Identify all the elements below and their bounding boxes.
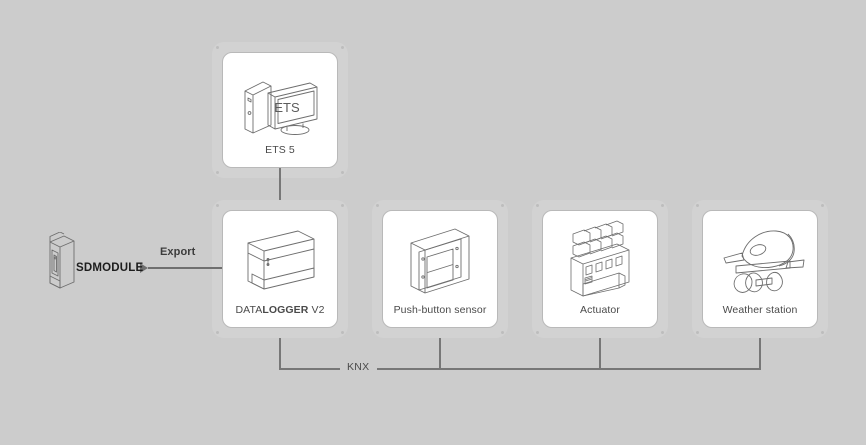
bus-label-knx: KNX xyxy=(340,361,377,373)
bus-drop-actuator xyxy=(599,338,601,369)
connector-ets-to-datalogger xyxy=(279,168,281,210)
node-card-datalogger[interactable]: DATALOGGER V2 xyxy=(222,210,338,328)
actuator-illustration xyxy=(543,211,657,304)
node-card-push-button-sensor[interactable]: Push-button sensor xyxy=(382,210,498,328)
frame-corner-dots xyxy=(692,330,828,338)
bus-drop-datalogger xyxy=(279,338,281,369)
frame-corner-dots xyxy=(212,170,348,178)
node-label-actuator: Actuator xyxy=(580,304,620,316)
frame-corner-dots xyxy=(372,330,508,338)
datalogger-illustration xyxy=(223,211,337,304)
weather-station-illustration xyxy=(703,211,817,304)
node-card-actuator[interactable]: Actuator xyxy=(542,210,658,328)
bus-drop-weather-station xyxy=(759,338,761,369)
bus-drop-push-button-sensor xyxy=(439,338,441,369)
frame-corner-dots xyxy=(212,330,348,338)
node-card-ets5[interactable]: ETS ETS 5 xyxy=(222,52,338,168)
export-label: Export xyxy=(160,246,196,258)
sd-module-icon xyxy=(44,231,80,299)
ets5-illustration: ETS xyxy=(223,53,337,144)
svg-text:ETS: ETS xyxy=(274,100,300,115)
node-card-weather-station[interactable]: Weather station xyxy=(702,210,818,328)
frame-corner-dots xyxy=(532,330,668,338)
push-button-sensor-illustration xyxy=(383,211,497,304)
knx-bus-line xyxy=(279,368,761,370)
node-label-datalogger: DATALOGGER V2 xyxy=(235,304,325,316)
node-label-push-button-sensor: Push-button sensor xyxy=(393,304,487,316)
node-label-ets5: ETS 5 xyxy=(265,144,295,156)
sd-module-label: SDMODULE xyxy=(76,262,144,274)
node-label-weather-station: Weather station xyxy=(722,304,798,316)
export-arrow-line xyxy=(148,267,222,269)
